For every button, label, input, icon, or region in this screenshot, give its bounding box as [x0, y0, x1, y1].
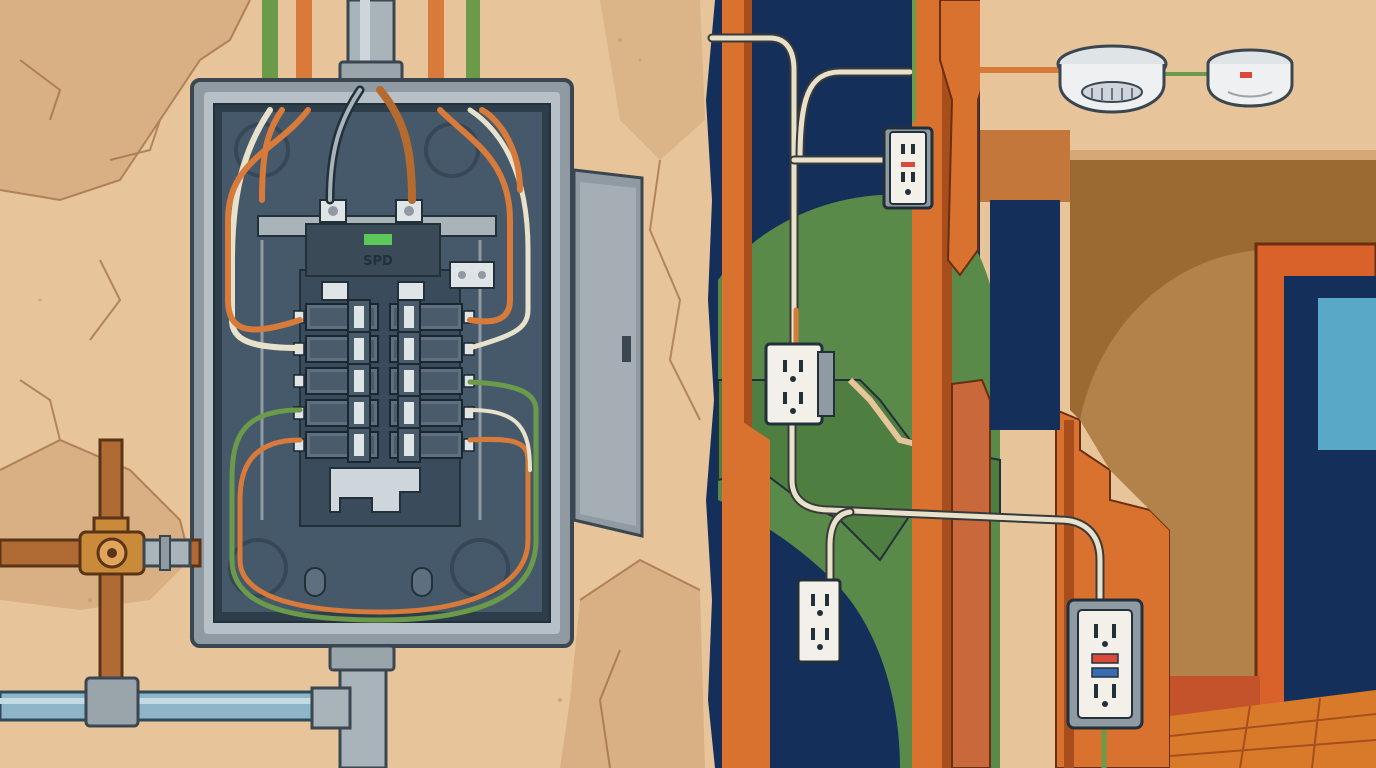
panel-door[interactable] [572, 168, 644, 538]
gfci-reset-button[interactable] [1091, 667, 1119, 678]
neutral-bar-right [449, 261, 495, 289]
window-pane [1318, 298, 1376, 450]
circuit-breaker[interactable] [389, 331, 475, 367]
top-conduit-wires [262, 0, 480, 86]
spd-status-led [364, 234, 392, 245]
circuit-breaker[interactable] [293, 395, 379, 431]
breaker-terminal-screw [463, 310, 475, 324]
circuit-breaker[interactable] [389, 299, 475, 335]
detector-led [1240, 72, 1252, 78]
plumbing [0, 438, 396, 768]
breaker-stack [293, 299, 475, 463]
room-interior [980, 0, 1376, 768]
panel-wiring [225, 85, 539, 623]
electrical-panel: SPD [190, 78, 574, 648]
door-latch[interactable] [622, 336, 631, 362]
breaker-terminal-screw [293, 406, 305, 420]
gfci-test-button[interactable] [1091, 653, 1119, 664]
circuit-breaker[interactable] [293, 363, 379, 399]
breaker-terminal-screw [293, 374, 305, 388]
duplex-outlet-icon[interactable] [796, 578, 842, 664]
circuit-breaker[interactable] [293, 299, 379, 335]
circuit-breaker[interactable] [389, 427, 475, 463]
circuit-breaker[interactable] [389, 363, 475, 399]
spd-label: SPD [363, 254, 393, 269]
gfci-outlet-icon[interactable] [1066, 598, 1144, 730]
main-lugs [319, 199, 423, 223]
breaker-terminal-screw [463, 406, 475, 420]
cavity-wiring [707, 0, 1107, 768]
duplex-outlet-icon[interactable] [764, 342, 835, 426]
smoke-detector-icon[interactable] [1056, 44, 1168, 114]
circuit-breaker[interactable] [389, 395, 475, 431]
circuit-breaker[interactable] [293, 331, 379, 367]
circuit-breaker[interactable] [293, 427, 379, 463]
spd-module: SPD [305, 223, 441, 277]
duplex-outlet-icon[interactable] [882, 126, 934, 210]
gate-valve-icon[interactable] [78, 516, 192, 576]
smoke-detector-icon[interactable] [1206, 48, 1294, 108]
